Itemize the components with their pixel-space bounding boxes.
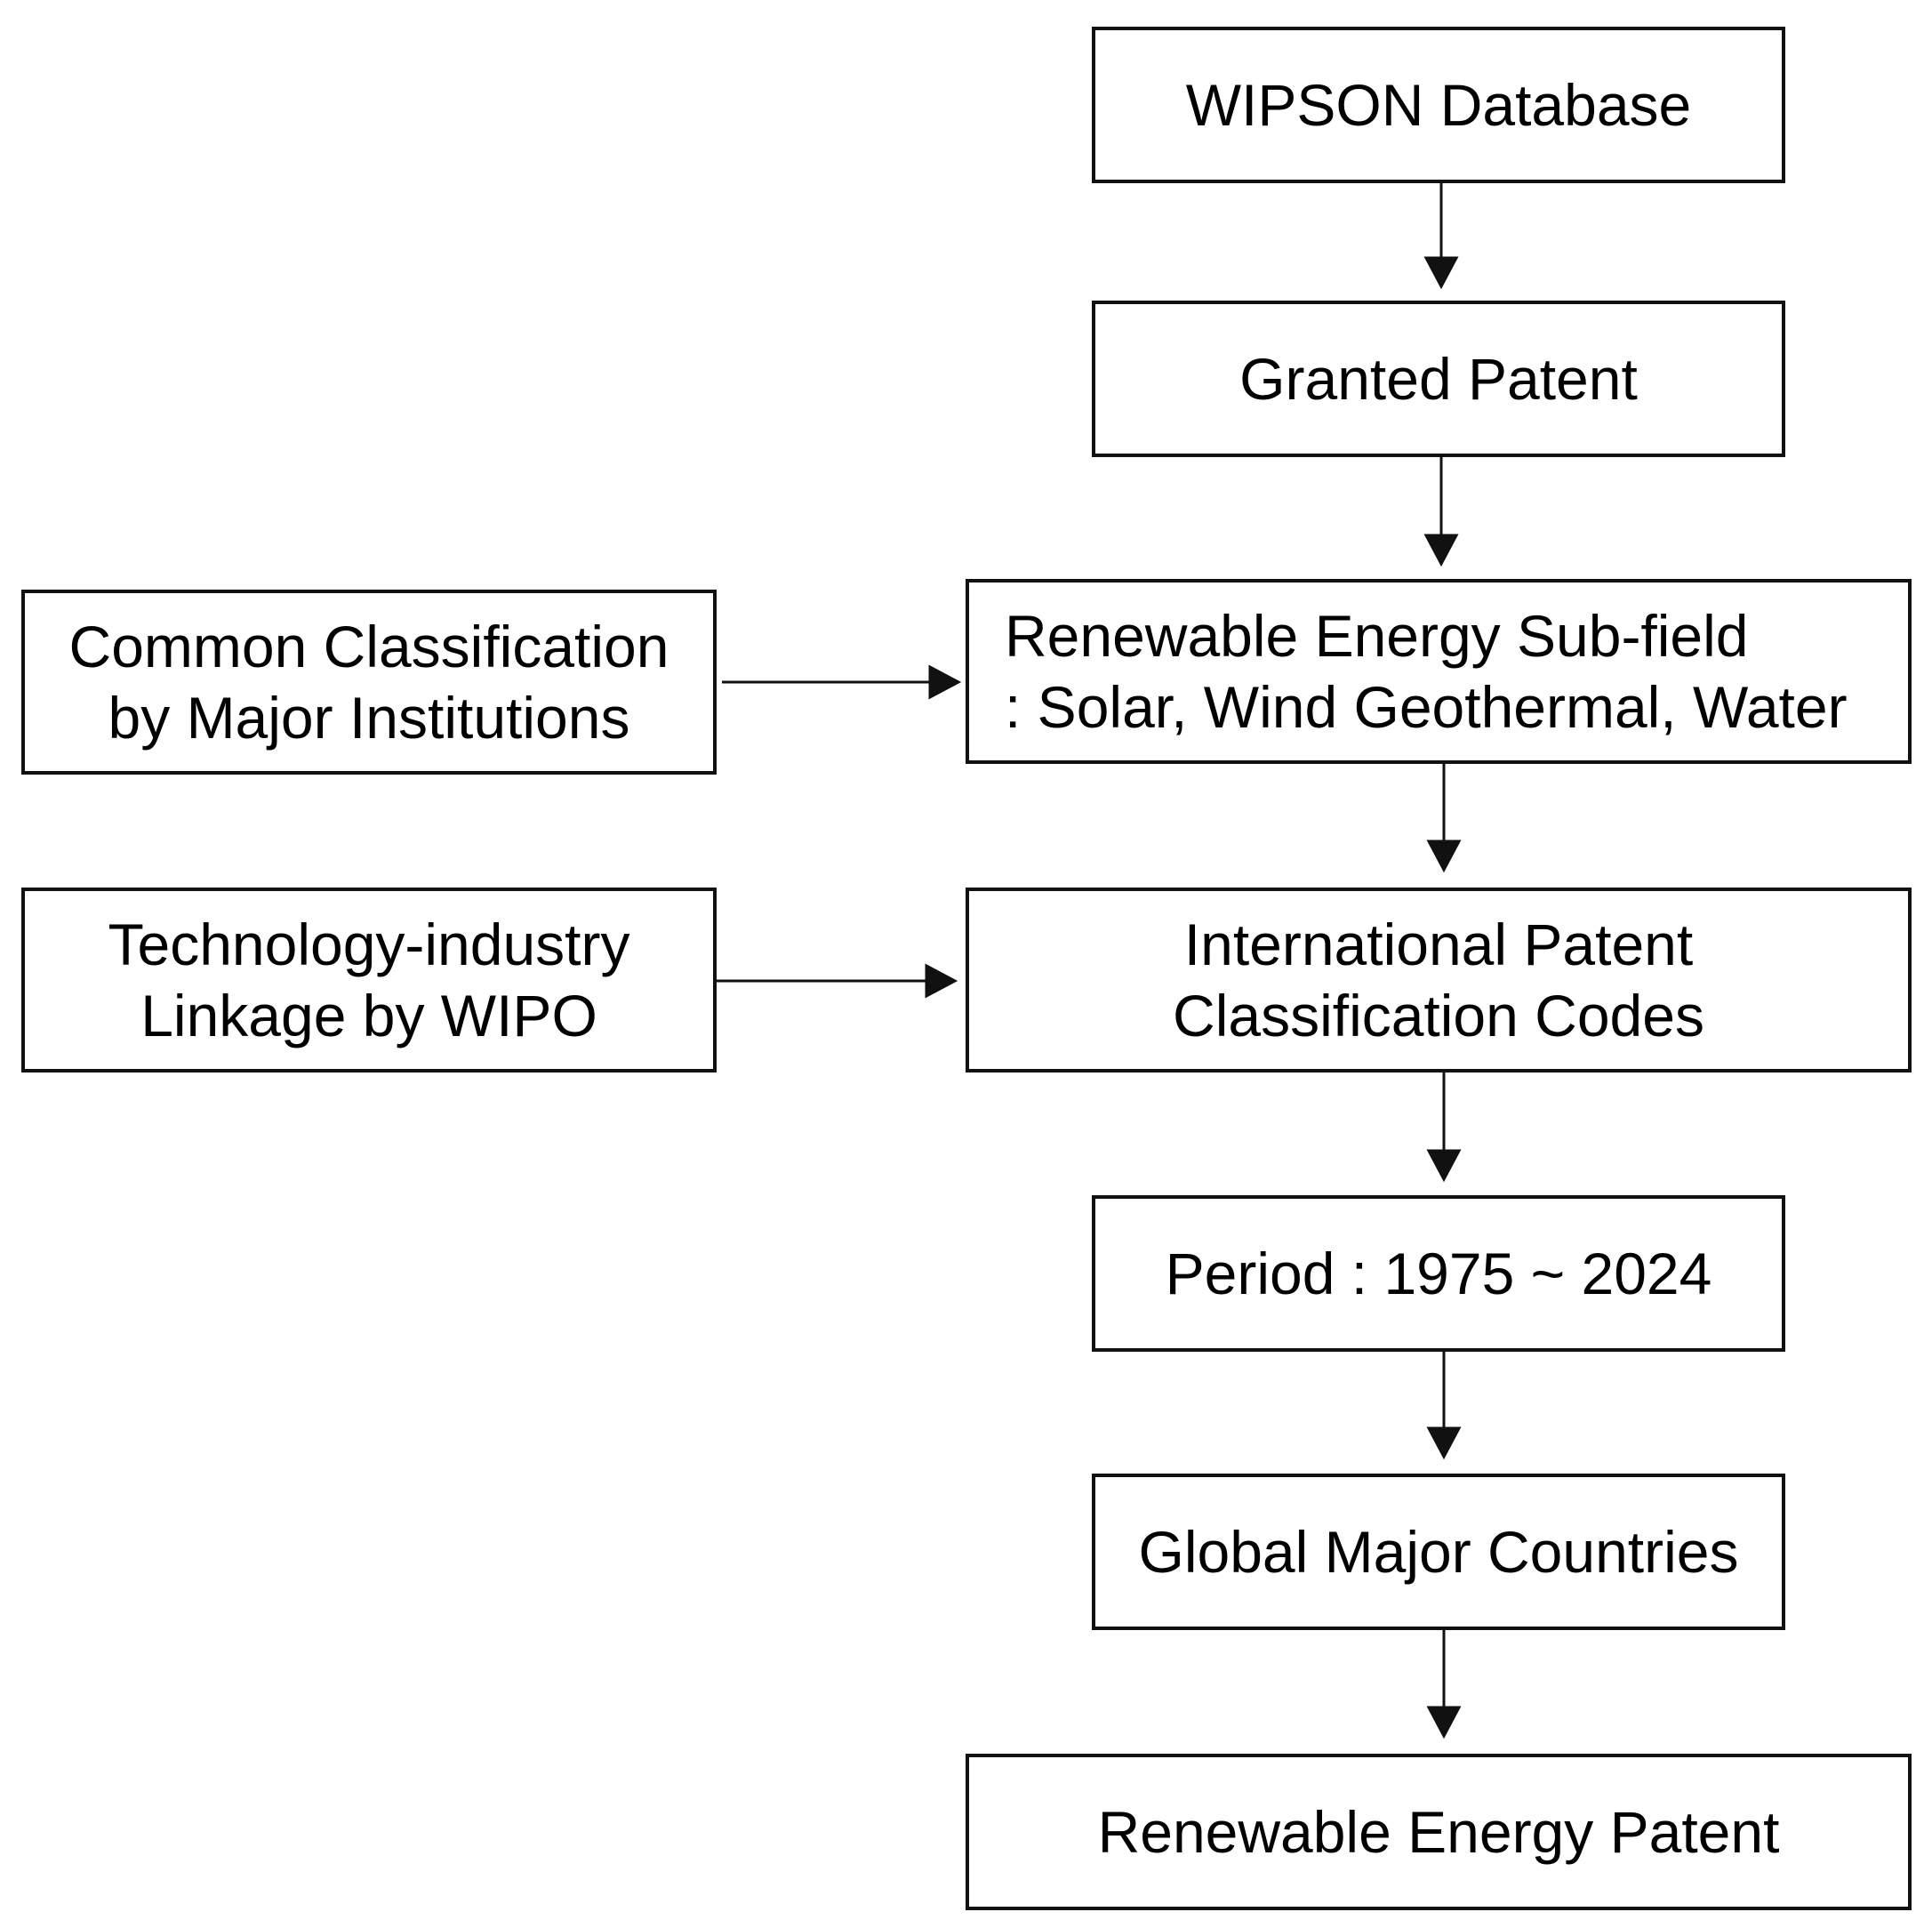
node-renewable-subfield: Renewable Energy Sub-field : Solar, Wind… [966,579,1912,764]
node-label: Renewable Energy Patent [1097,1799,1780,1865]
arrowhead-period-to-countries [1426,1426,1462,1460]
node-label-line-2: Linkage by WIPO [140,983,597,1048]
arrowhead-ipc-to-period [1426,1149,1462,1183]
node-label-line-2: : Solar, Wind Geothermal, Water [1005,674,1848,740]
node-period: Period : 1975 ~ 2024 [1092,1195,1785,1352]
node-wipson-database: WIPSON Database [1092,27,1785,183]
node-label-line-2: by Major Institutions [108,685,630,751]
node-renewable-patent: Renewable Energy Patent [966,1754,1912,1910]
node-label-line-1: International Patent [1183,912,1694,977]
arrowhead-wipson-to-granted [1423,256,1459,290]
node-label-line-1: Common Classification [68,614,669,679]
node-granted-patent: Granted Patent [1092,301,1785,457]
arrowhead-countries-to-result [1426,1706,1462,1739]
node-label: Granted Patent [1239,346,1638,412]
node-label: Period : 1975 ~ 2024 [1165,1241,1712,1306]
node-label-line-1: Technology-industry [108,912,630,977]
node-global-countries: Global Major Countries [1092,1474,1785,1630]
node-technology-linkage: Technology-industry Linkage by WIPO [21,888,717,1072]
node-label-line-2: Classification Codes [1173,983,1704,1048]
arrowhead-subfield-to-ipc [1426,839,1462,873]
arrowhead-granted-to-subfield [1423,534,1459,567]
node-label: Global Major Countries [1138,1519,1739,1585]
node-label-line-1: Renewable Energy Sub-field [1005,603,1749,669]
node-common-classification: Common Classification by Major Instituti… [21,590,717,775]
node-ipc-codes: International Patent Classification Code… [966,888,1912,1072]
node-label: WIPSON Database [1185,72,1692,138]
arrowhead-common-to-subfield [928,664,962,700]
arrowhead-linkage-to-ipc [925,963,958,999]
